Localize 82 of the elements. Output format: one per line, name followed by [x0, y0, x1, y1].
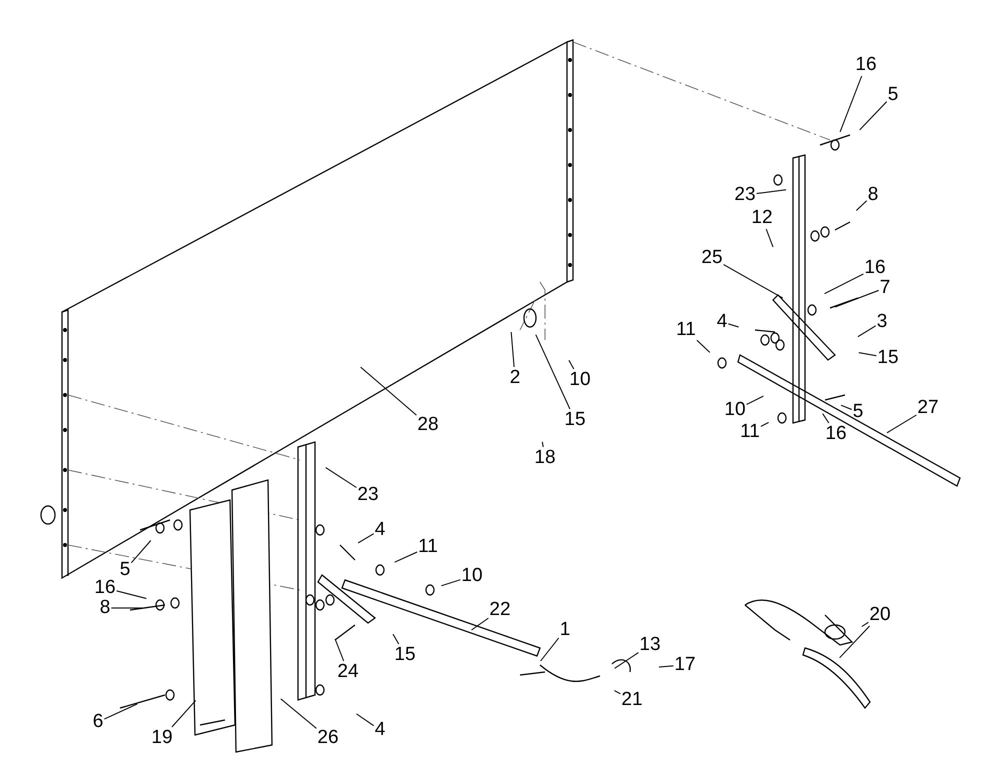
leader-line [857, 325, 876, 338]
callout-number: 16 [94, 578, 116, 598]
leader-line [822, 413, 830, 424]
leader-line [834, 290, 880, 308]
leader-line [535, 334, 570, 410]
callout-number: 16 [864, 258, 886, 278]
callout-number: 4 [374, 520, 386, 540]
leader-line [766, 228, 774, 248]
leader-line [856, 200, 868, 211]
callout-number: 11 [740, 422, 760, 442]
callout-number: 15 [564, 410, 586, 430]
leader-line [614, 690, 621, 694]
leader-line [568, 360, 574, 370]
callout-number: 8 [868, 185, 878, 205]
callout-number: 15 [394, 645, 416, 665]
callout-number: 5 [888, 85, 898, 105]
callout-number: 19 [151, 728, 173, 748]
callout-number: 11 [418, 537, 438, 557]
callout-number: 23 [734, 185, 756, 205]
leader-line [334, 638, 344, 662]
leader-line [840, 76, 862, 132]
leader-line [658, 665, 674, 668]
callout-number: 16 [855, 55, 877, 75]
leader-line [728, 323, 740, 328]
leader-line [360, 366, 417, 416]
leader-line [171, 700, 196, 728]
callout-number: 16 [825, 424, 847, 444]
callout-number: 10 [724, 400, 746, 420]
leader-line [392, 634, 400, 644]
leader-line [356, 713, 374, 726]
callout-number: 6 [92, 712, 104, 732]
callout-number: 15 [877, 348, 899, 368]
leader-line [859, 101, 888, 130]
leader-line [858, 352, 877, 356]
leader-line [839, 626, 870, 658]
leader-line [760, 422, 770, 427]
callout-number: 25 [701, 248, 723, 268]
callout-number: 4 [716, 312, 728, 332]
leader-line [358, 533, 374, 544]
leader-line [696, 340, 710, 353]
callout-number: 28 [417, 415, 439, 435]
leader-line [440, 579, 461, 586]
callout-number: 18 [534, 448, 556, 468]
callout-number: 10 [569, 370, 591, 390]
leader-line [886, 414, 917, 434]
leader-line [104, 703, 138, 720]
leader-line [824, 273, 864, 294]
callout-number: 21 [621, 690, 643, 710]
callout-number: 1 [560, 620, 570, 640]
leader-line [471, 618, 489, 630]
callout-number: 7 [880, 278, 890, 298]
callout-number: 24 [337, 662, 359, 682]
callout-number: 8 [100, 598, 110, 618]
callout-number: 10 [461, 566, 483, 586]
callout-number: 5 [852, 402, 864, 422]
leader-line [614, 652, 639, 669]
callout-number: 2 [510, 368, 520, 388]
callout-number: 12 [751, 208, 773, 228]
callout-number: 3 [876, 312, 888, 332]
leader-line [280, 698, 317, 729]
leader-line [540, 638, 560, 662]
callout-number: 11 [676, 320, 696, 340]
leader-line [840, 404, 852, 410]
callout-number: 4 [374, 720, 386, 740]
callout-number: 5 [120, 560, 130, 580]
leader-line [723, 264, 784, 299]
leader-line [510, 332, 515, 368]
leader-line [542, 441, 544, 448]
leader-line [116, 590, 147, 599]
leader-line [746, 396, 764, 405]
callout-number: 20 [869, 605, 891, 625]
callout-number: 26 [317, 728, 339, 748]
leader-line [394, 552, 418, 563]
callout-number: 22 [489, 600, 511, 620]
callout-number: 17 [674, 655, 696, 675]
callout-number: 27 [917, 398, 939, 418]
callout-number: 13 [639, 635, 661, 655]
leader-line [325, 467, 357, 488]
leader-line [861, 622, 869, 627]
callout-number: 23 [357, 485, 379, 505]
leader-line [130, 540, 152, 564]
leader-line [756, 189, 787, 194]
